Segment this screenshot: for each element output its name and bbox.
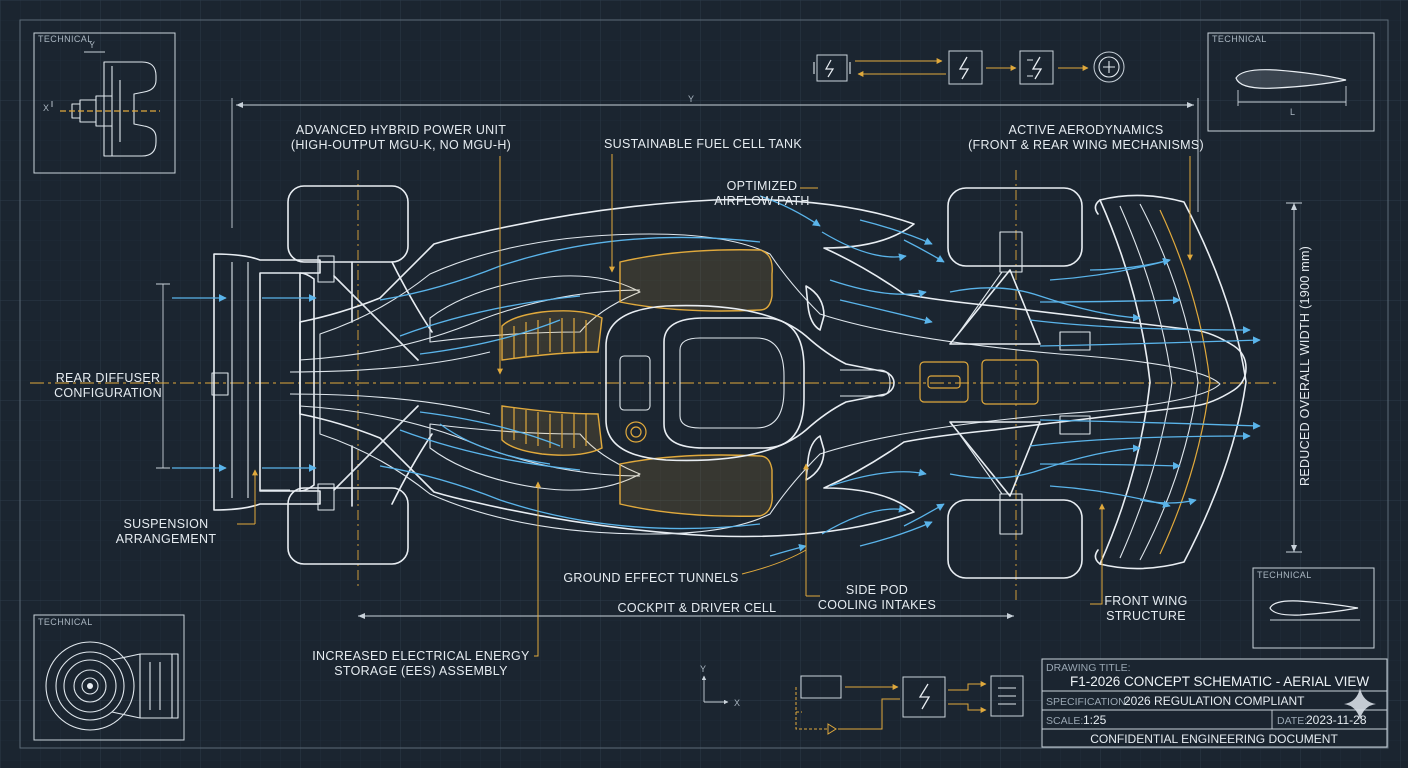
- inset-label: TECHNICAL: [38, 34, 93, 44]
- spec-value: 2026 REGULATION COMPLIANT: [1124, 694, 1305, 708]
- sidepod-inlet-right: [805, 435, 825, 481]
- stack-icon: [990, 675, 1024, 717]
- rear-wing: [211, 253, 321, 511]
- rear-tyre-right: [287, 487, 409, 565]
- aero-label: ACTIVE AERODYNAMICS: [1008, 123, 1163, 137]
- aero-sublabel: (FRONT & REAR WING MECHANISMS): [968, 138, 1204, 152]
- suspension-label: SUSPENSION: [124, 517, 209, 531]
- diffuser-sublabel: CONFIGURATION: [54, 386, 162, 400]
- car-schematic: [211, 185, 1247, 579]
- battery-icon: [1019, 50, 1054, 85]
- svg-text:Y: Y: [700, 664, 706, 674]
- width-dimension: REDUCED OVERALL WIDTH (1900 mm): [1286, 202, 1312, 553]
- svg-text:TECHNICAL: TECHNICAL: [1257, 570, 1312, 580]
- bottom-flow-diagram: [795, 675, 1024, 735]
- inset-wheel: TECHNICAL: [33, 614, 185, 741]
- front-wing-sublabel: STRUCTURE: [1106, 609, 1186, 623]
- svg-text:X: X: [734, 698, 740, 708]
- sidepod-label: SIDE POD: [846, 583, 908, 597]
- airflow-label: OPTIMIZED: [727, 179, 798, 193]
- sidepod-sublabel: COOLING INTAKES: [818, 598, 936, 612]
- sparkle-icon: [1344, 688, 1376, 720]
- power-unit-sublabel: (HIGH-OUTPUT MGU-K, NO MGU-H): [291, 138, 511, 152]
- front-tyre-left: [947, 187, 1083, 267]
- front-wing-label: FRONT WING: [1104, 594, 1187, 608]
- svg-text:L: L: [1290, 107, 1295, 117]
- callout-labels: ADVANCED HYBRID POWER UNIT (HIGH-OUTPUT …: [54, 123, 1204, 678]
- front-tyre-right: [947, 499, 1083, 579]
- front-wing: [1094, 194, 1247, 570]
- inset-airfoil-top: TECHNICAL L: [1207, 32, 1375, 132]
- top-flow-diagram: [813, 50, 1125, 85]
- lightning-icon: [948, 50, 983, 85]
- width-dim-label: REDUCED OVERALL WIDTH (1900 mm): [1298, 246, 1312, 486]
- ees-cooling-grill: [501, 310, 603, 456]
- wheel-icon: [1093, 51, 1125, 83]
- overall-length-dimension: Y: [231, 94, 1199, 228]
- power-unit-label: ADVANCED HYBRID POWER UNIT: [296, 123, 506, 137]
- inset-hub-detail: TECHNICAL Y X: [33, 32, 176, 174]
- drawing-title-label: DRAWING TITLE:: [1046, 662, 1131, 674]
- lightning-icon: [902, 676, 946, 718]
- drawing-border: [19, 19, 1389, 749]
- ees-label: INCREASED ELECTRICAL ENERGY: [312, 649, 530, 663]
- diffuser-label: REAR DIFFUSER: [56, 371, 161, 385]
- title-block: DRAWING TITLE: F1-2026 CONCEPT SCHEMATIC…: [1041, 658, 1388, 748]
- leader-lines: [237, 154, 1193, 657]
- airflow-sublabel: AIRFLOW PATH: [714, 194, 810, 208]
- motor-icon: [813, 54, 851, 82]
- inset-airfoil-bottom: TECHNICAL: [1252, 567, 1375, 649]
- length-dim-label: Y: [688, 94, 694, 104]
- sidepod-inlet-left: [805, 285, 825, 331]
- scale-value: 1:25: [1083, 713, 1107, 727]
- svg-text:TECHNICAL: TECHNICAL: [38, 617, 93, 627]
- ees-sublabel: STORAGE (EES) ASSEMBLY: [334, 664, 508, 678]
- airflow-streamlines: [172, 195, 1261, 557]
- cockpit-label: COCKPIT & DRIVER CELL: [618, 601, 777, 615]
- diffuser-dimension: [156, 283, 170, 469]
- date-label: DATE:: [1277, 715, 1307, 727]
- confidential-footer: CONFIDENTIAL ENGINEERING DOCUMENT: [1090, 732, 1338, 746]
- module-block: [800, 675, 842, 699]
- scale-label: SCALE:: [1046, 715, 1083, 727]
- fuel-tank-label: SUSTAINABLE FUEL CELL TANK: [604, 137, 802, 151]
- fuel-cell-tank: [619, 249, 773, 517]
- suspension-sublabel: ARRANGEMENT: [116, 532, 217, 546]
- cockpit-cell: [605, 304, 895, 462]
- spec-label: SPECIFICATION:: [1046, 696, 1129, 708]
- axes-indicator: Y X: [700, 664, 740, 708]
- svg-text:Y: Y: [89, 40, 95, 50]
- svg-text:TECHNICAL: TECHNICAL: [1212, 34, 1267, 44]
- date-value: 2023-11-28: [1306, 713, 1367, 727]
- ground-effect-label: GROUND EFFECT TUNNELS: [563, 571, 738, 585]
- svg-text:X: X: [43, 103, 49, 113]
- cockpit-dimension: [358, 613, 1014, 619]
- rear-tyre-left: [287, 185, 409, 263]
- drawing-title: F1-2026 CONCEPT SCHEMATIC - AERIAL VIEW: [1070, 674, 1369, 689]
